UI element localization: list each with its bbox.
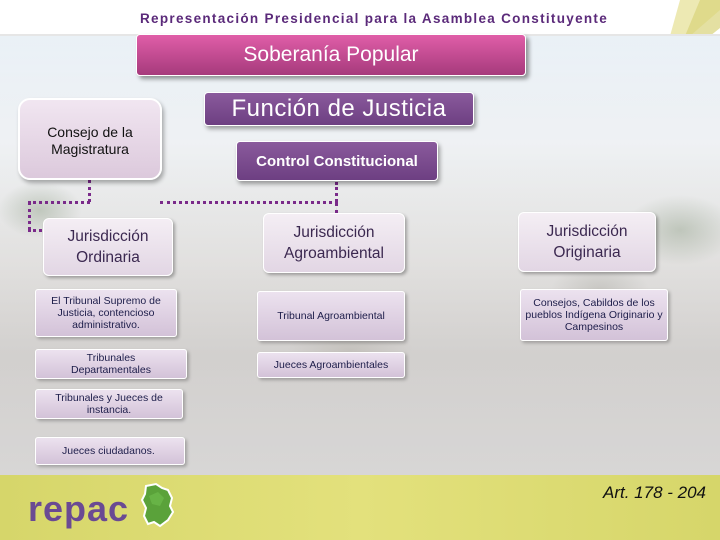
funcion-justicia-box: Función de Justicia	[204, 92, 474, 126]
corner-decoration-icon	[660, 0, 720, 36]
jurisdiccion-originaria-label: Jurisdicción Originaria	[546, 223, 628, 261]
jueces-ciudadanos-label: Jueces ciudadanos.	[62, 445, 155, 457]
tribunales-jueces-instancia-label: Tribunales y Jueces de instancia.	[55, 392, 163, 416]
tribunales-jueces-instancia-box: Tribunales y Jueces de instancia.	[35, 389, 183, 419]
bolivia-map-icon	[140, 482, 174, 528]
connector-control-down	[335, 182, 338, 202]
jueces-agroambientales-label: Jueces Agroambientales	[273, 359, 389, 371]
jurisdiccion-agroambiental-label: Jurisdicción Agroambiental	[284, 224, 384, 262]
control-constitucional-box: Control Constitucional	[236, 141, 438, 181]
tribunales-departamentales-label: Tribunales Departamentales	[71, 352, 151, 376]
funcion-justicia-label: Función de Justicia	[231, 95, 447, 122]
consejo-magistratura-box: Consejo de la Magistratura	[18, 98, 162, 180]
tribunal-supremo-box: El Tribunal Supremo de Justicia, contenc…	[35, 289, 177, 337]
consejos-cabildos-box: Consejos, Cabildos de los pueblos Indíge…	[520, 289, 668, 341]
jueces-ciudadanos-box: Jueces ciudadanos.	[35, 437, 185, 465]
consejo-magistratura-label: Consejo de la Magistratura	[47, 124, 133, 157]
tribunal-agroambiental-box: Tribunal Agroambiental	[257, 291, 405, 341]
header-bar: Representación Presidencial para la Asam…	[0, 0, 720, 36]
connector-to-ordinaria	[28, 202, 31, 230]
jurisdiccion-ordinaria-label: Jurisdicción Ordinaria	[67, 228, 149, 266]
article-reference: Art. 178 - 204	[602, 483, 706, 502]
control-constitucional-label: Control Constitucional	[256, 152, 418, 170]
tribunal-supremo-label: El Tribunal Supremo de Justicia, contenc…	[51, 295, 161, 331]
soberania-popular-label: Soberanía Popular	[243, 43, 419, 66]
tribunal-agroambiental-label: Tribunal Agroambiental	[277, 310, 385, 322]
consejos-cabildos-label: Consejos, Cabildos de los pueblos Indíge…	[525, 297, 663, 333]
tribunales-departamentales-box: Tribunales Departamentales	[35, 349, 187, 379]
connector-consejo-down	[88, 180, 91, 202]
connector-ordinaria-arrow	[28, 229, 42, 232]
repac-logo: repac	[28, 488, 130, 529]
jurisdiccion-originaria-box: Jurisdicción Originaria	[518, 212, 656, 272]
footer-bar	[0, 475, 720, 540]
jueces-agroambientales-box: Jueces Agroambientales	[257, 352, 405, 378]
jurisdiccion-agroambiental-box: Jurisdicción Agroambiental	[263, 213, 405, 273]
header-title: Representación Presidencial para la Asam…	[140, 11, 609, 26]
jurisdiccion-ordinaria-box: Jurisdicción Ordinaria	[43, 218, 173, 276]
connector-to-agroambiental	[335, 202, 338, 214]
soberania-popular-box: Soberanía Popular	[136, 34, 526, 76]
connector-consejo-across	[28, 201, 90, 204]
connector-control-across	[160, 201, 338, 204]
